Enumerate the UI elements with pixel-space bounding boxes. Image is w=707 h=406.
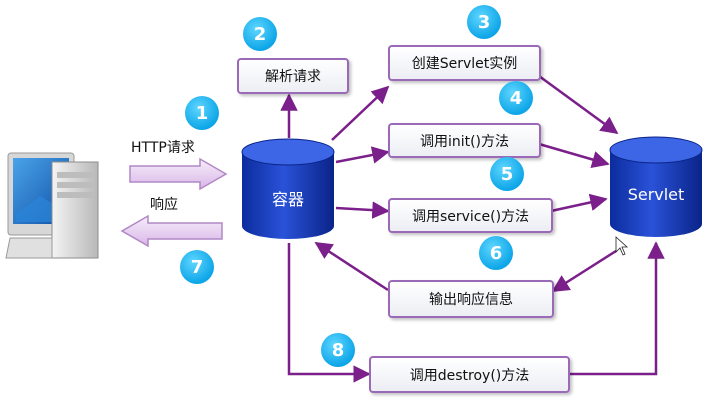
container-label: 容器: [271, 190, 304, 209]
service-method-box: 调用service()方法: [388, 198, 553, 233]
arrow-container-to-service: [335, 201, 390, 219]
destroy-method-box: 调用destroy()方法: [369, 356, 570, 393]
arrow-container-to-destroy: [287, 243, 371, 383]
step-badge-6: 6: [479, 236, 513, 270]
create-instance-box: 创建Servlet实例: [388, 45, 541, 81]
mouse-cursor-icon: [615, 236, 629, 256]
arrow-create-to-servlet: [538, 74, 619, 135]
arrow-container-to-create: [331, 85, 390, 141]
step-badge-5: 5: [490, 157, 524, 191]
arrow-container-to-init: [335, 146, 390, 164]
step-badge-8: 8: [321, 333, 355, 367]
step-badge-1: 1: [185, 96, 219, 130]
http-request-arrow: [129, 157, 228, 191]
http-request-label: HTTP请求: [131, 140, 195, 156]
step-badge-2: 2: [243, 17, 277, 51]
arrow-init-to-servlet: [538, 142, 610, 169]
step-badge-3: 3: [467, 5, 501, 39]
output-response-box: 输出响应信息: [388, 280, 554, 318]
servlet-cylinder: [609, 136, 703, 237]
arrow-output-to-container: [314, 241, 389, 292]
response-label: 响应: [150, 197, 178, 213]
servlet-label: Servlet: [627, 184, 685, 204]
container-cylinder: [241, 138, 335, 239]
arrow-servlet-to-output: [551, 249, 617, 293]
arrow-service-to-servlet: [550, 193, 608, 213]
step-badge-7: 7: [180, 250, 214, 284]
parse-request-box: 解析请求: [237, 58, 349, 94]
arrow-destroy-to-servlet: [568, 241, 665, 376]
response-arrow: [120, 214, 223, 248]
computer-icon: [5, 152, 99, 259]
init-method-box: 调用init()方法: [388, 123, 541, 158]
step-badge-4: 4: [499, 81, 533, 115]
